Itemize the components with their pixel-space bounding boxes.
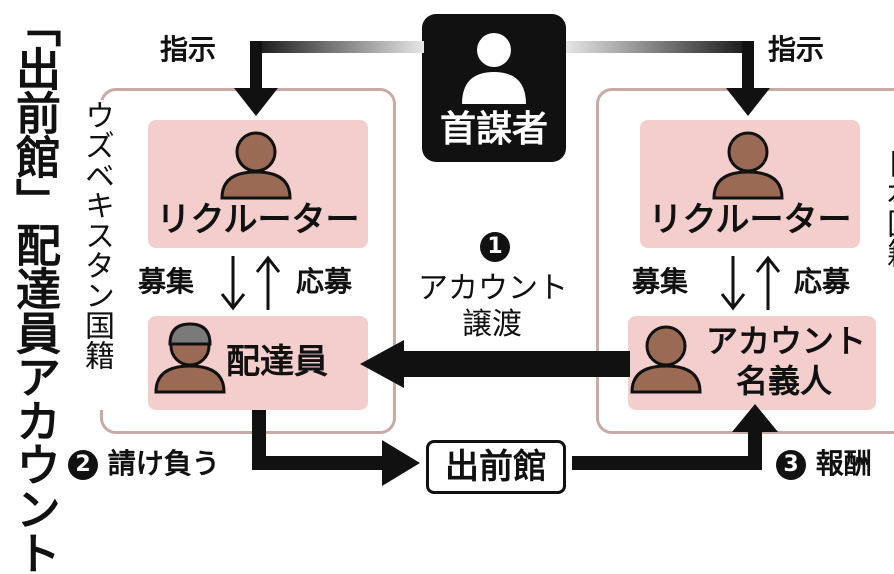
step-1-badge: 1 [480,232,510,262]
leader-label: 首謀者 [439,109,548,150]
instruction-arrow-left [234,41,424,116]
instruction-label-right: 指示 [768,33,825,66]
service-box: 出前館 [426,440,566,494]
step-3-text: 報酬 [815,447,872,480]
reward-arrow [572,404,778,470]
courier-person-icon [154,322,226,394]
instruction-label-left: 指示 [160,33,217,66]
right-apply-arrow [755,255,781,310]
right-recruit-label: 募集 [632,265,689,298]
left-recruit-arrow [220,256,246,311]
diagram-graphics [154,33,784,486]
japanese-nationality-label: 日本国籍 [876,148,894,328]
transfer-label-line2: 譲渡 [462,307,522,342]
right-recruit-arrow [720,256,746,311]
account-holder-person-icon [630,325,702,394]
undertake-arrow [252,410,420,486]
left-recruit-label: 募集 [138,265,195,298]
step-2-label: 2 請け負う [68,448,220,480]
step-1-number: 1 [480,232,510,262]
courier-label: 配達員 [226,342,328,382]
right-recruiter-label: リクルーター [648,200,852,240]
step-2-number: 2 [68,450,98,480]
leader-person-icon [462,33,526,104]
right-apply-label: 応募 [794,265,851,298]
diagram-title: 「出前館」配達員アカウント [8,2,61,574]
step-2-text: 請け負う [107,447,220,480]
right-recruiter-person-icon [712,131,784,200]
left-recruiter-person-icon [220,131,292,200]
holder-label-line1: アカウント [706,322,867,360]
left-recruiter-label: リクルーター [156,200,360,240]
left-apply-label: 応募 [296,265,353,298]
transfer-label-line1: アカウント [418,271,568,306]
instruction-arrow-right [566,41,770,116]
step-3-label: 3 報酬 [776,448,872,480]
account-transfer-arrow [360,340,630,388]
holder-label-line2: 名義人 [736,362,833,400]
uzbek-nationality-label: ウズベキスタン国籍 [74,100,114,410]
left-apply-arrow [255,255,281,310]
step-3-number: 3 [776,450,806,480]
